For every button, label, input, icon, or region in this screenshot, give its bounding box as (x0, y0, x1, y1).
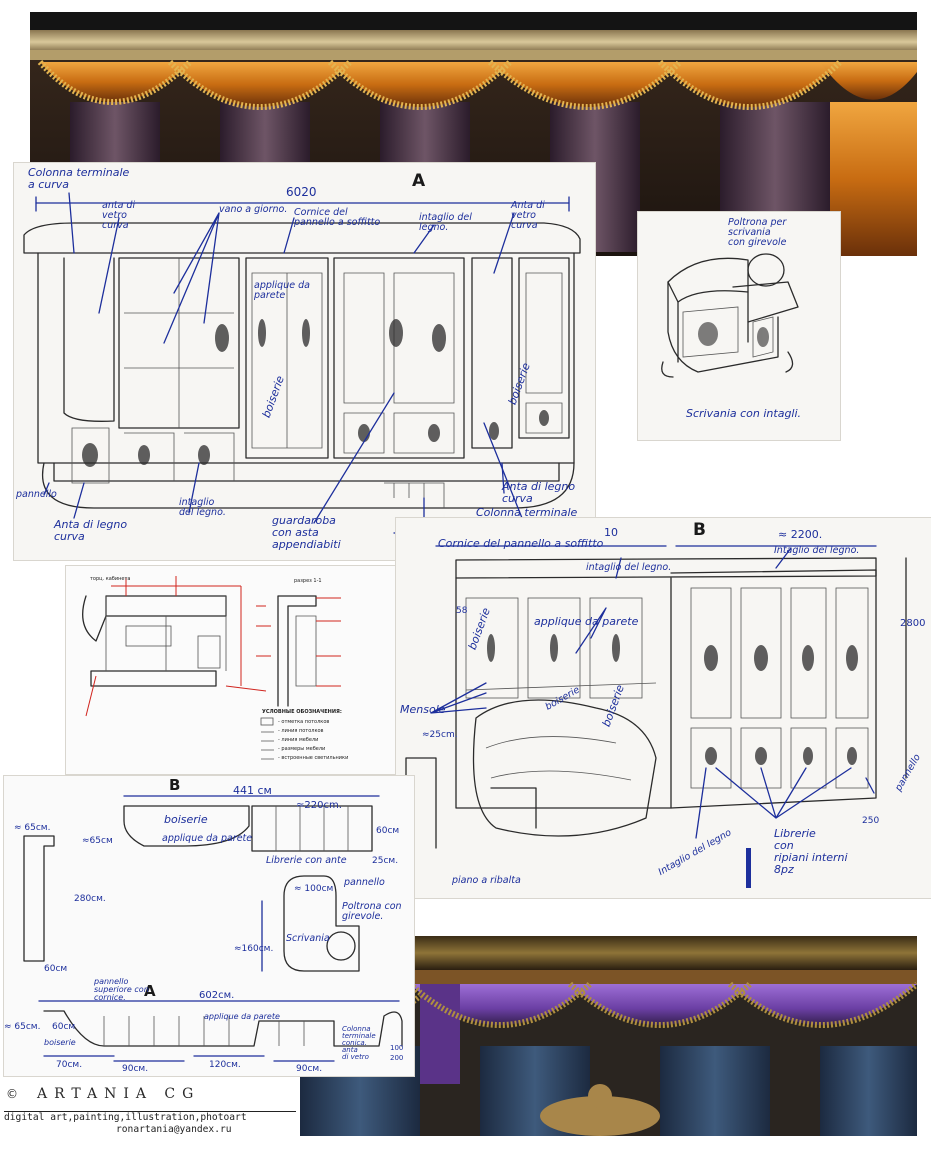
label-anta-vetro-right: Anta di vetro curva (511, 200, 545, 231)
drawing-b-sheet: B 10 ≈ 2200. 2800 58 ≈25cm. 250 Cornice … (396, 518, 931, 898)
plans-sheet: B 441 cм ≈220cm. 60cм 25cм. ≈ 65cм. ≈65c… (4, 776, 414, 1076)
label-cornice-a: Cornice del pannello a soffitto (294, 207, 381, 228)
label-guardaroba: guardaroba con asta appendiabiti (272, 514, 341, 551)
russian-legend-item: - линия потолков (278, 728, 324, 734)
label-boiserie-plan-b: boiserie (164, 813, 208, 826)
plan-a-h60: 60cм (52, 1022, 76, 1032)
russian-legend-item: - линия мебели (278, 737, 319, 743)
drawing-b-height: 2800 (900, 618, 926, 629)
drawing-b-side: 58 (456, 606, 468, 616)
label-pannello-plan-b: pannello (344, 877, 385, 888)
russian-section-label: разрез 1-1 (294, 578, 322, 584)
label-colonna-curva-top: Colonna terminale a curva (28, 166, 130, 191)
label-intaglio-bottom-a: intaglio del legno. (179, 497, 226, 518)
label-intaglio-top-a: intaglio del legno. (419, 212, 472, 233)
label-poltrona: Poltrona per scrivania con girevole (728, 217, 787, 248)
plan-a-h65: ≈ 65cм. (4, 1022, 41, 1032)
plan-a-w200: 200 (390, 1054, 404, 1062)
label-pannello-a: pannello (16, 489, 57, 500)
plan-a-w90a: 90cм. (122, 1064, 149, 1074)
plan-b-h280: 280cм. (74, 894, 106, 904)
label-applique-plan-a: applique da parete (204, 1012, 280, 1021)
plan-b-h60: 60cм (376, 826, 400, 836)
plan-b-h65b: ≈65cм (82, 836, 113, 846)
russian-legend-item: - размеры мебели (278, 746, 326, 752)
plan-b-h65a: ≈ 65cм. (14, 823, 51, 833)
label-applique-a: applique da parete (254, 280, 310, 301)
drawing-b-width-partial: 10 (604, 526, 618, 539)
label-scrivania-intagli: Scrivania con intagli. (686, 407, 802, 420)
label-librerie-plan-b: Librerie con ante (266, 855, 347, 866)
label-poltrona-plan-b: Poltrona con girevole. (342, 901, 402, 922)
label-intaglio-top-left-b: intaglio del legno. (586, 562, 672, 573)
label-piano-ribalta: piano a ribalta (452, 875, 521, 886)
label-boiserie-plan-a: boiserie (44, 1038, 76, 1047)
label-anta-vetro-left: anta di vetro curva (102, 200, 136, 231)
label-vano-giorno: vano a giorno. (219, 204, 288, 215)
plan-b-cabinet: ≈220cm. (296, 800, 342, 811)
label-anta-legno-right: Anta di legno curva (502, 480, 576, 505)
plan-a-w100: 100 (390, 1044, 404, 1052)
plan-a-w90b: 90cм. (296, 1064, 323, 1074)
plan-b-w100: ≈ 100cм (294, 884, 334, 894)
russian-room-label: торц. кабинета (90, 576, 131, 582)
label-cornice-b: Cornice del pannello a soffitto (438, 537, 604, 550)
plan-b-total: 441 cм (233, 784, 272, 797)
drawing-a-width-dim: 6020 (286, 185, 317, 199)
label-scrivania-plan-b: Scrivania (286, 933, 330, 944)
drawing-b-depth: ≈25cm. (422, 730, 458, 740)
plan-b-d25: 25cм. (372, 856, 399, 866)
brand-email[interactable]: ronartania@yandex.ru (116, 1124, 232, 1135)
plan-a-w70: 70cм. (56, 1060, 83, 1070)
brand-tagline: digital art,painting,illustration,photoa… (4, 1112, 247, 1123)
russian-legend-item: - встроенные светильники (278, 755, 349, 761)
label-librerie-b: Librerie con ripiani interni 8pz (774, 827, 848, 876)
plan-a-w120: 120cм. (209, 1060, 241, 1070)
russian-legend-item: - отметка потолков (278, 719, 330, 725)
label-colonna-plan-a: Colonna terminale conica. anta di vetro (342, 1025, 376, 1061)
plan-a-total: 602cм. (199, 990, 235, 1001)
russian-legend-title: УСЛОВНЫЕ ОБОЗНАЧЕНИЯ: (262, 709, 342, 715)
label-anta-legno-left: Anta di legno curva (54, 518, 128, 543)
drawing-b-letter: B (693, 520, 706, 540)
drawing-b-width-main: ≈ 2200. (778, 528, 823, 541)
copyright-symbol: © (6, 1087, 18, 1101)
brand-name: ARTANIA CG (37, 1086, 201, 1102)
chair-sketch-sheet: Poltrona per scrivania con girevole Scri… (638, 212, 840, 440)
plan-b-letter: B (169, 776, 181, 794)
drawing-b-base: 250 (862, 816, 880, 826)
label-intaglio-top-right-b: Intaglio del legno. (774, 545, 860, 556)
plan-a-letter: A (144, 982, 156, 1000)
russian-plan-sheet: торц. кабинета разрез 1-1 УСЛОВНЫЕ ОБОЗН… (66, 566, 404, 774)
footer-divider (4, 1111, 296, 1112)
plan-b-h160: ≈160cм. (234, 944, 274, 954)
plan-b-w60: 60cм (44, 964, 68, 974)
label-applique-b: applique da parete (534, 615, 639, 628)
label-mensole: Mensole (400, 703, 446, 716)
label-applique-plan-b: applique da parete (162, 833, 253, 844)
drawing-a-sheet: A 6020 Colonna terminale a curva anta di… (14, 163, 595, 560)
label-pannello-soffitto-plan-a: pannello superiore con cornice. (94, 977, 149, 1002)
drawing-a-letter: A (412, 171, 426, 191)
